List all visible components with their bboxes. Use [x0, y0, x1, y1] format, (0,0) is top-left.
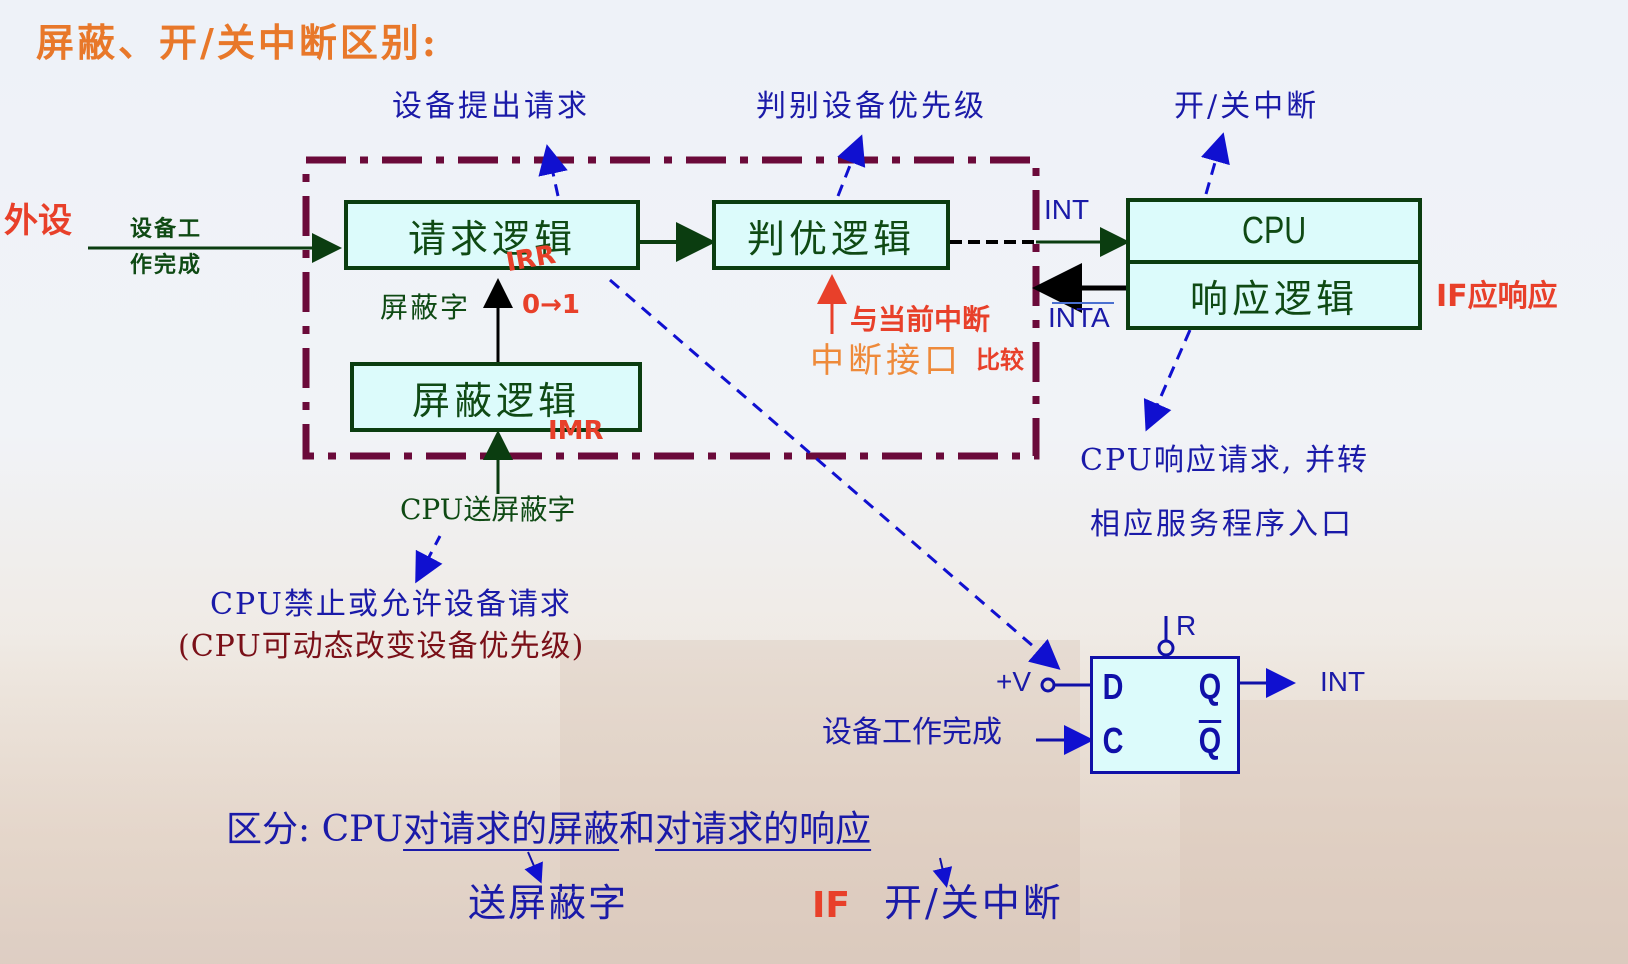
flipflop-c-label: C: [1102, 720, 1124, 761]
request-logic-label: 请求逻辑: [407, 216, 576, 261]
priority-logic-label: 判优逻辑: [746, 216, 915, 261]
background-building: [560, 640, 1080, 964]
priority-logic-box: 判优逻辑: [712, 200, 950, 270]
summary-response: 对请求的响应: [655, 809, 872, 850]
device-done-label-2: 作完成: [130, 252, 203, 278]
summary-line: 区分: CPU对请求的屏蔽和对请求的响应: [226, 812, 871, 848]
enable-disable-label: 开/关中断: [1174, 89, 1320, 124]
mask-word-label: 屏蔽字: [380, 291, 471, 324]
imr-handwritten: IMR: [548, 416, 604, 446]
cpu-label: CPU: [1241, 209, 1307, 252]
summary-conjunction: 和: [619, 809, 656, 850]
summary-send-mask: 送屏蔽字: [468, 881, 629, 925]
peripheral-label: 外设: [4, 201, 72, 241]
reset-bubble: [1157, 639, 1175, 657]
flipflop-d-label: D: [1102, 666, 1124, 707]
if-response-handwritten: IF应响应: [1436, 279, 1558, 314]
vplus-terminal: [1040, 677, 1056, 693]
request-logic-box: 请求逻辑: [344, 200, 640, 270]
summary-pointer-2: [932, 857, 953, 888]
if-handwritten: IF: [812, 885, 850, 926]
mask-logic-label: 屏蔽逻辑: [411, 378, 580, 423]
background-campus-image: [0, 634, 1628, 964]
flipflop-int-output: INT: [1320, 666, 1366, 697]
flipflop-r-label: R: [1176, 610, 1197, 641]
cpu-response-note-1: CPU响应请求, 并转: [1080, 443, 1369, 478]
cpu-box: CPU: [1126, 198, 1422, 264]
flipflop-vplus-label: +V: [996, 666, 1032, 697]
enable-disable-pointer: [1200, 132, 1230, 195]
interrupt-interface-label: 中断接口: [810, 341, 962, 381]
request-to-flipflop-pointer: [609, 278, 1061, 670]
mask-logic-box: 屏蔽逻辑: [350, 362, 642, 432]
summary-prefix: 区分: CPU: [226, 809, 404, 850]
device-request-label: 设备提出请求: [392, 89, 590, 124]
summary-masking: 对请求的屏蔽: [403, 809, 620, 850]
judge-priority-pointer: [836, 134, 866, 197]
d-flipflop: [1090, 656, 1240, 774]
compare-current-handwritten: 与当前中断: [850, 303, 991, 336]
interrupt-interface-boundary: [302, 156, 1040, 460]
response-logic-label: 响应逻辑: [1189, 276, 1358, 321]
device-done-label-1: 设备工: [130, 216, 203, 242]
summary-pointer-1: [524, 851, 543, 884]
cpu-mask-note-2: (CPU可动态改变设备优先级): [178, 629, 585, 664]
background-building: [1180, 700, 1628, 964]
inta-signal-label: INTA: [1048, 302, 1110, 333]
flipflop-qbar-label: Q: [1198, 720, 1222, 761]
int-signal-label: INT: [1044, 194, 1090, 225]
cpu-mask-pointer: [415, 535, 443, 584]
zero-to-one-handwritten: 0→1: [522, 290, 580, 320]
compare-suffix-handwritten: 比较: [976, 346, 1024, 374]
cpu-response-pointer: [1143, 329, 1192, 432]
device-request-pointer: [538, 144, 568, 197]
page-title: 屏蔽、开/关中断区别:: [36, 20, 439, 65]
flipflop-q-label: Q: [1198, 666, 1222, 707]
cpu-mask-note-1: CPU禁止或允许设备请求: [210, 587, 572, 622]
cpu-send-mask-label: CPU送屏蔽字: [400, 493, 576, 526]
response-logic-box: 响应逻辑: [1126, 260, 1422, 330]
cpu-response-note-2: 相应服务程序入口: [1090, 507, 1354, 542]
judge-priority-label: 判别设备优先级: [756, 89, 987, 124]
summary-enable-disable: 开/关中断: [884, 881, 1064, 925]
flipflop-clock-label: 设备工作完成: [822, 715, 1002, 750]
